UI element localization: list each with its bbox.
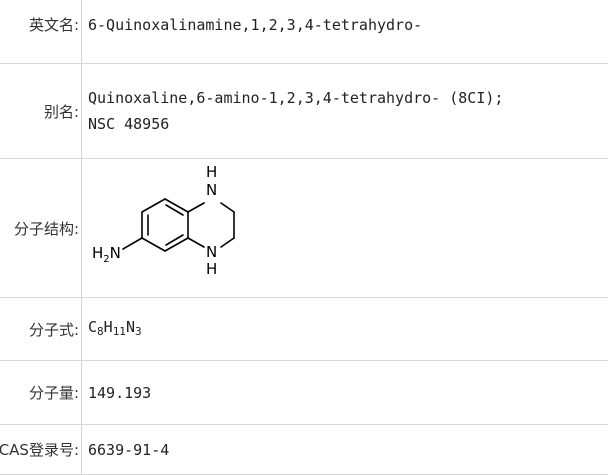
alias-label: 别名:	[0, 64, 82, 159]
english-name-value: 6-Quinoxalinamine,1,2,3,4-tetrahydro-	[82, 0, 608, 64]
alias-row: 别名: Quinoxaline,6-amino-1,2,3,4-tetrahyd…	[0, 64, 608, 159]
amine-label: H2N	[92, 244, 121, 269]
formula-label: 分子式:	[0, 298, 82, 361]
amine-n: N	[110, 244, 121, 262]
molecular-weight-row: 分子量: 149.193	[0, 361, 608, 425]
molecular-weight-label: 分子量:	[0, 361, 82, 425]
formula-row: 分子式: C8H11N3	[0, 298, 608, 361]
alias-value: Quinoxaline,6-amino-1,2,3,4-tetrahydro- …	[82, 64, 608, 159]
atom-label-nh-bottom: H	[206, 260, 217, 278]
english-name-label: 英文名:	[0, 0, 82, 64]
atom-label-nh-top: H	[206, 163, 217, 181]
atom-label-n-top: N	[206, 181, 217, 199]
structure-label: 分子结构:	[0, 159, 82, 298]
structure-cell: H N N H H2N	[82, 159, 608, 298]
molecule-structure-image	[88, 163, 288, 293]
english-name-row: 英文名: 6-Quinoxalinamine,1,2,3,4-tetrahydr…	[0, 0, 608, 64]
alias-value-line-1: Quinoxaline,6-amino-1,2,3,4-tetrahydro- …	[88, 85, 608, 111]
cas-label: CAS登录号:	[0, 425, 82, 475]
structure-diagram: H N N H H2N	[88, 163, 288, 293]
formula-value: C8H11N3	[82, 298, 608, 361]
formula-h: H	[104, 318, 113, 336]
amine-h: H	[92, 244, 103, 262]
atom-label-n-bottom: N	[206, 243, 217, 261]
cas-row: CAS登录号: 6639-91-4	[0, 425, 608, 475]
alias-value-line-2: NSC 48956	[88, 111, 608, 137]
formula-n: N	[126, 318, 135, 336]
formula-c-count: 8	[97, 325, 104, 338]
formula-h-count: 11	[113, 325, 126, 338]
formula-c: C	[88, 318, 97, 336]
formula-n-count: 3	[135, 325, 142, 338]
molecular-weight-value: 149.193	[82, 361, 608, 425]
structure-row: 分子结构:	[0, 159, 608, 298]
cas-value: 6639-91-4	[82, 425, 608, 475]
